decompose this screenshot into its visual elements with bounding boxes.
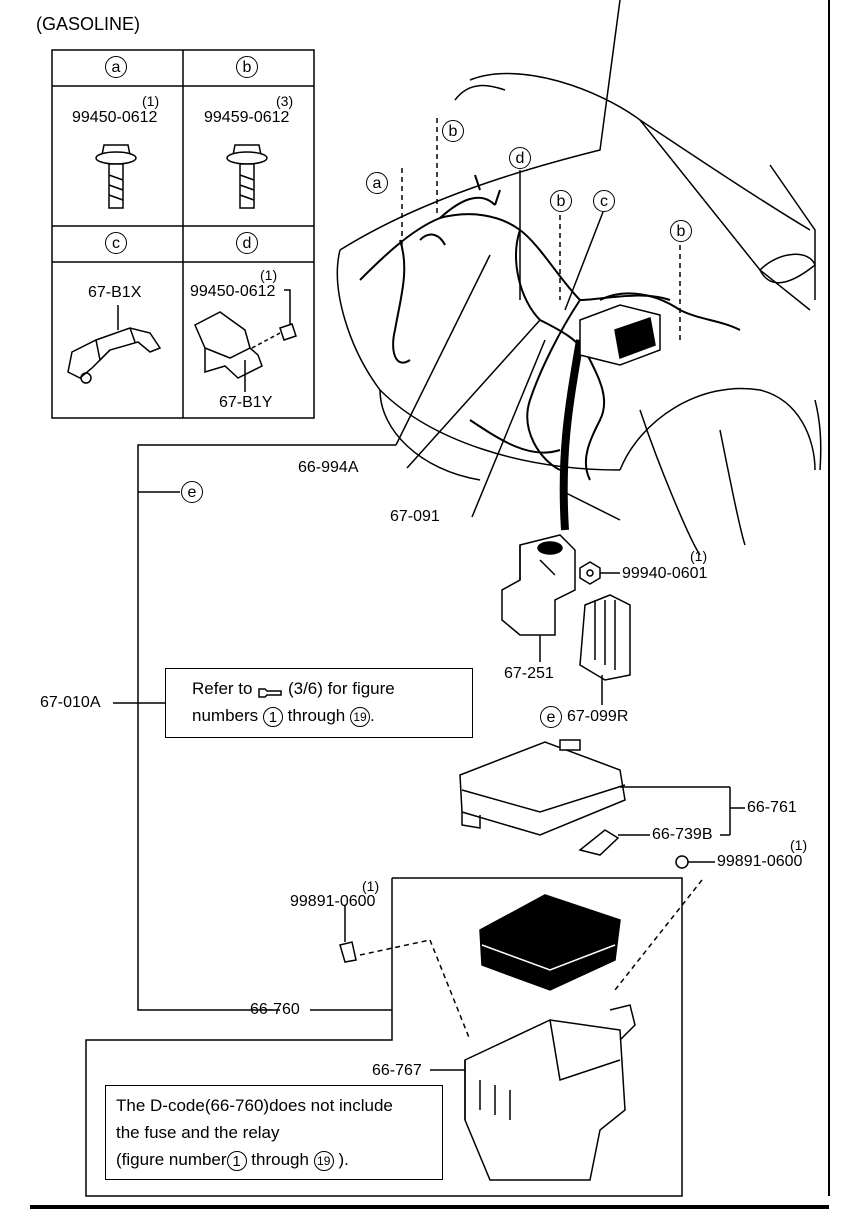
note-dcode-line2: the fuse and the relay	[116, 1123, 280, 1142]
clip-99891-0600-left	[339, 941, 357, 963]
qty-99891-0600-right: (1)	[790, 837, 808, 853]
figure-number-1-circle-b: 1	[226, 1150, 247, 1171]
note-dcode-end: ).	[338, 1150, 349, 1169]
main-cable	[559, 339, 584, 531]
clip-66-739B	[578, 829, 620, 856]
callout-a: a	[366, 172, 388, 194]
frame-66-760	[85, 877, 683, 1197]
box-66-767	[464, 1004, 636, 1181]
vehicle-body	[336, 0, 822, 556]
qty-99940-0601: (1)	[690, 548, 708, 564]
module-66-760	[479, 894, 621, 991]
legend-d-part: 99450-0612	[190, 283, 276, 300]
pointing-hand-icon	[257, 684, 283, 698]
bracket-67-B1X-drawing	[67, 305, 162, 384]
legend-a-part: 99450-0612	[72, 109, 158, 126]
callout-e: e	[181, 481, 203, 503]
legend-d-qty: (1)	[260, 267, 278, 283]
part-66-767: 66-767	[372, 1062, 422, 1079]
note-refer-line2: numbers 1 through 19.	[192, 706, 375, 727]
callout-b-2: b	[550, 190, 572, 212]
part-99891-0600-right: 99891-0600	[717, 853, 803, 870]
bolt-a-drawing	[95, 144, 137, 209]
note-dcode: The D-code(66-760)does not include the f…	[105, 1085, 443, 1180]
part-99940-0601: 99940-0601	[622, 565, 708, 582]
battery	[579, 304, 661, 366]
note-dcode-line1: The D-code(66-760)does not include	[116, 1096, 393, 1115]
legend-a-circle: a	[105, 56, 127, 78]
part-99891-0600-left: 99891-0600	[290, 893, 376, 910]
part-67-010A: 67-010A	[40, 694, 101, 711]
dashed-callout-lines	[359, 118, 703, 1041]
frame-67-010A	[137, 444, 396, 1011]
note-refer-prefix: Refer to	[192, 679, 253, 698]
callout-d: d	[509, 147, 531, 169]
legend-b-qty: (3)	[276, 93, 294, 109]
cover-66-761	[459, 739, 626, 836]
nut-99940-0601	[579, 561, 601, 585]
part-66-739B: 66-739B	[652, 826, 713, 843]
note-dcode-through: through	[251, 1150, 309, 1169]
note-refer-numbers: numbers	[192, 706, 259, 725]
figure-number-19-circle-b: 19	[313, 1150, 334, 1171]
legend-b-part: 99459-0612	[204, 109, 290, 126]
part-67-099R: 67-099R	[567, 708, 629, 725]
legend-d-sub: 67-B1Y	[219, 394, 273, 411]
note-dcode-prefix: (figure number	[116, 1150, 227, 1169]
legend-c-part: 67-B1X	[88, 284, 142, 301]
figure-number-19-circle: 19	[350, 706, 371, 727]
note-refer: Refer to (3/6) for figure numbers 1 thro…	[165, 668, 473, 738]
note-refer-line1: Refer to (3/6) for figure	[192, 679, 395, 699]
note-refer-suffix: for figure	[327, 679, 395, 698]
legend-a-qty: (1)	[142, 93, 160, 109]
legend-table	[51, 49, 315, 419]
nut-99891-0600-right	[675, 855, 689, 869]
part-67-251: 67-251	[504, 665, 554, 682]
callout-b-3: b	[670, 220, 692, 242]
engine-label: (GASOLINE)	[36, 14, 141, 34]
bracket-67-B1Y-drawing	[194, 289, 297, 392]
bolt-b-drawing	[226, 144, 268, 209]
figure-number-1-circle: 1	[262, 706, 283, 727]
legend-c-circle: c	[105, 232, 127, 254]
legend-b-circle: b	[236, 56, 258, 78]
callout-b-1: b	[442, 120, 464, 142]
part-66-760: 66-760	[250, 1001, 300, 1018]
note-refer-through: through	[287, 706, 346, 725]
qty-99891-0600-left: (1)	[362, 878, 380, 894]
fuse-block-67-099R	[579, 594, 631, 681]
part-66-761: 66-761	[747, 799, 797, 816]
callout-c: c	[593, 190, 615, 212]
relay-block-67-251	[501, 534, 576, 636]
callout-e-fuse: e	[540, 706, 562, 728]
note-refer-page: (3/6)	[287, 679, 323, 698]
part-66-994A: 66-994A	[298, 459, 359, 476]
part-67-091: 67-091	[390, 508, 440, 525]
note-refer-end: .	[370, 706, 375, 725]
legend-d-circle: d	[236, 232, 258, 254]
